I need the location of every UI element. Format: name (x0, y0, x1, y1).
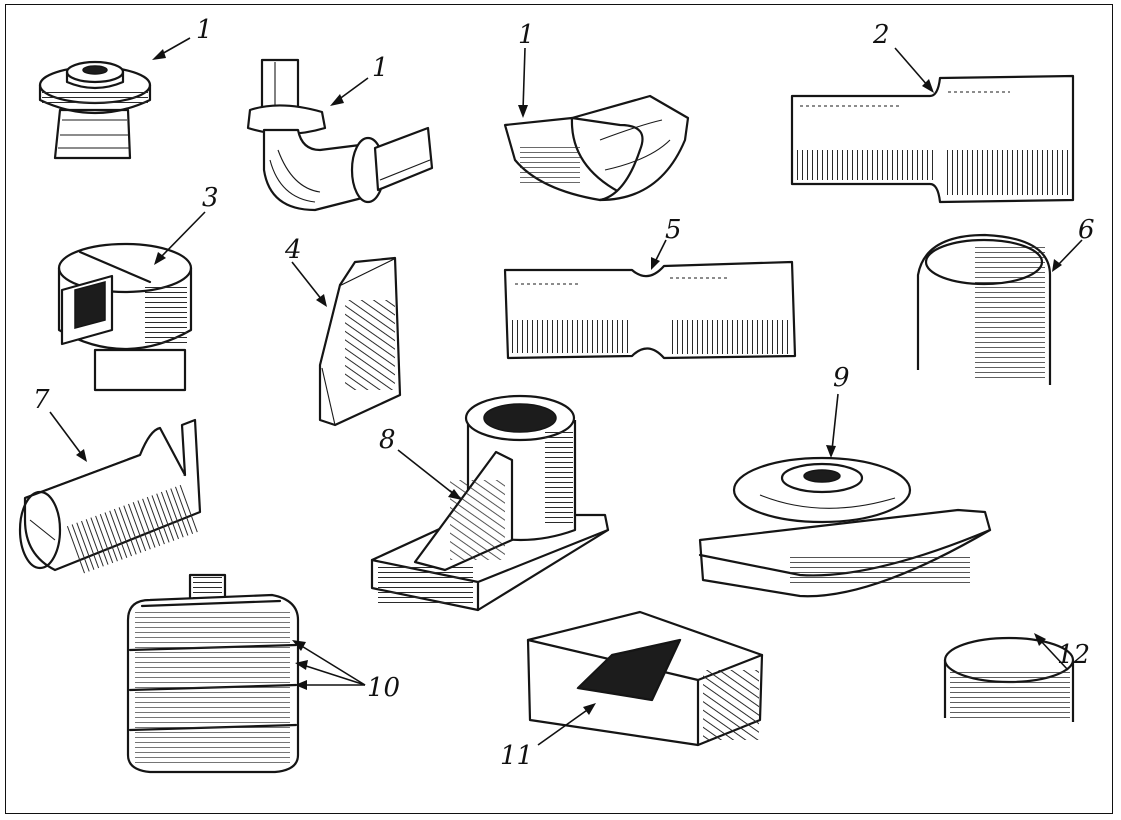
label-7: 7 (33, 385, 50, 415)
part-grooved-shaft (503, 260, 797, 360)
part-split-bearing (503, 94, 690, 202)
label-9: 9 (833, 363, 850, 393)
label-1-bearing: 1 (518, 20, 535, 50)
part-slotted-screw (57, 242, 193, 392)
label-10: 10 (367, 673, 400, 703)
leader-arrows (49, 37, 1083, 746)
part-plain-cylinder (943, 636, 1075, 722)
part-countersunk-boss (698, 456, 992, 598)
part-dovetail-block (526, 610, 764, 747)
label-11: 11 (500, 741, 533, 771)
part-ribbed-bracket (370, 394, 610, 612)
part-rounded-cylinder (916, 233, 1052, 385)
part-stepped-shaft (790, 74, 1075, 204)
label-4: 4 (284, 235, 302, 265)
label-12: 12 (1057, 640, 1090, 670)
part-pipe-elbow (246, 58, 434, 212)
label-5: 5 (665, 215, 682, 245)
label-8: 8 (379, 425, 396, 455)
label-2: 2 (872, 20, 890, 50)
part-ribbed-flask (126, 573, 300, 774)
label-1-collar: 1 (196, 15, 213, 45)
label-6: 6 (1078, 215, 1095, 245)
part-collar-flange (38, 60, 152, 160)
label-3: 3 (202, 183, 219, 213)
label-1-elbow: 1 (372, 53, 389, 83)
part-chamfered-plate (318, 256, 402, 427)
part-shaft-with-flat (18, 418, 202, 575)
